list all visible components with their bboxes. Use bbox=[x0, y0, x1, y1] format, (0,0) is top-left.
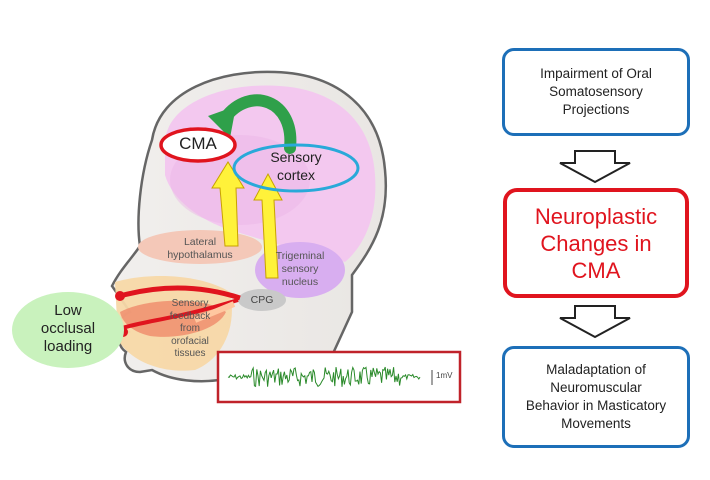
green-arrowhead bbox=[208, 106, 236, 138]
trigeminal-nucleus-region bbox=[255, 242, 345, 298]
emg-scale-label: 1mV bbox=[436, 371, 453, 380]
sensory-cortex-oval bbox=[232, 143, 360, 193]
low-occlusal-ellipse bbox=[12, 292, 124, 368]
sensory-feedback-label: Sensory feedback from orofacial tissues bbox=[169, 298, 211, 359]
cpg-label: CPG bbox=[250, 294, 274, 306]
cma-label: CMA bbox=[179, 134, 217, 153]
flow-arrow-1 bbox=[559, 150, 631, 184]
jaw-dot-upper bbox=[115, 291, 125, 301]
feedback-arrow bbox=[193, 301, 236, 323]
sensory-cortex-label: Sensory cortex bbox=[270, 149, 322, 183]
cpg-region bbox=[238, 289, 286, 311]
flow-box-impairment: Impairment of Oral Somatosensory Project… bbox=[502, 48, 690, 136]
low-occlusal-loading-label: Low occlusal loading bbox=[40, 302, 96, 355]
upper-jaw-path bbox=[119, 285, 241, 301]
cma-oval bbox=[159, 127, 237, 163]
yellow-arrow-to-cortex bbox=[253, 172, 283, 279]
lower-jaw-path bbox=[121, 298, 239, 330]
flow-box-neuroplastic: Neuroplastic Changes in CMA bbox=[503, 188, 689, 298]
lateral-hypothalamus-label: Lateral hypothalamus bbox=[167, 236, 233, 261]
emg-trace bbox=[227, 366, 421, 388]
flow-arrow-2 bbox=[559, 305, 631, 339]
flow-box-maladaptation: Maladaptation of Neuromuscular Behavior … bbox=[502, 346, 690, 448]
trigeminal-nucleus-label: Trigeminal sensory nucleus bbox=[275, 250, 325, 288]
